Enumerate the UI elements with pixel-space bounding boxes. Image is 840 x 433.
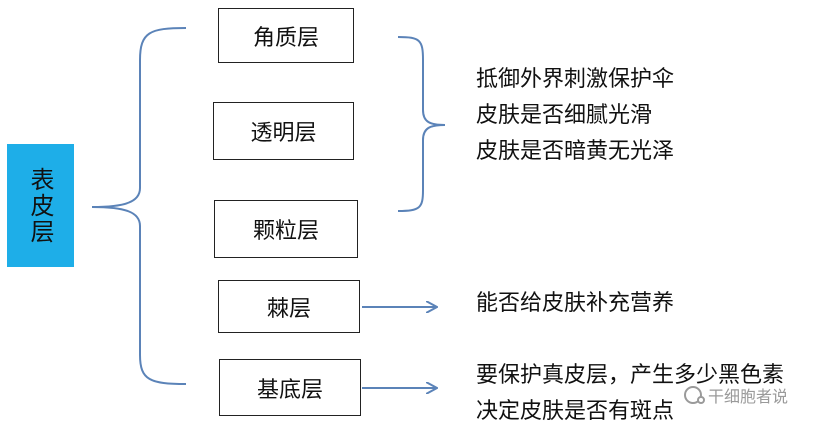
layer-stratum-lucidum: 透明层 [213,102,354,160]
epidermis-label: 表皮层 [26,166,54,245]
epidermis-box: 表皮层 [7,144,74,267]
spinous-description: 能否给皮肤补充营养 [476,286,674,322]
description-line: 皮肤是否细腻光滑 [476,103,653,128]
description-line: 抵御外界刺激保护伞 [476,67,675,92]
layer-stratum-spinosum: 棘层 [218,280,360,333]
description-line: 决定皮肤是否有斑点 [476,399,675,424]
layer-stratum-basale: 基底层 [219,359,361,416]
basal-description: 要保护真皮层，产生多少黑色素 决定皮肤是否有斑点 [476,358,784,430]
group-brace [397,36,446,212]
layer-label: 颗粒层 [252,219,319,244]
top-group-description: 抵御外界刺激保护伞 皮肤是否细腻光滑 皮肤是否暗黄无光泽 [476,62,674,170]
watermark-text: 干细胞者说 [708,387,789,406]
layer-stratum-corneum: 角质层 [218,8,354,63]
description-line: 要保护真皮层，产生多少黑色素 [476,363,785,388]
main-brace [91,27,187,385]
layer-label: 角质层 [252,25,319,51]
watermark: 干细胞者说 [684,383,788,407]
wechat-icon [684,386,705,404]
layer-label: 基底层 [256,377,323,403]
layer-label: 透明层 [250,121,317,146]
layer-stratum-granulosum: 颗粒层 [214,200,358,258]
description-line: 皮肤是否暗黄无光泽 [476,139,675,164]
layer-label: 棘层 [266,296,311,322]
description-line: 能否给皮肤补充营养 [476,291,675,316]
